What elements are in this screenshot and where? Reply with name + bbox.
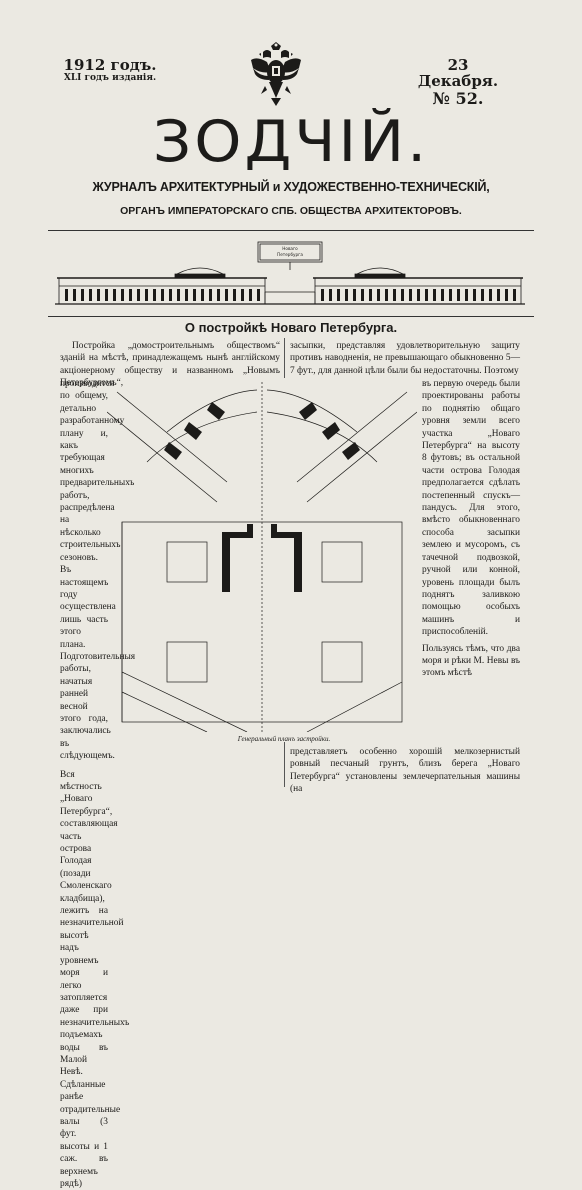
double-headed-eagle-emblem bbox=[251, 42, 301, 106]
article-title: О постройкѣ Новаго Петербурга. bbox=[184, 320, 398, 335]
facade-drawing: Новаго Петербурга bbox=[55, 241, 525, 305]
article-intro-right: засыпки, представляя удовлетворительную … bbox=[290, 340, 520, 377]
left-col-paragraph-2: Вся мѣстность „Новаго Петербурга“, соста… bbox=[60, 769, 130, 1189]
issue-number: № 52. bbox=[432, 89, 484, 108]
journal-title: ЗОДЧІЙ. bbox=[152, 108, 430, 176]
general-site-plan bbox=[107, 382, 417, 732]
journal-organ: ОРГАНЪ ИМПЕРАТОРСКАГО СПБ. ОБЩЕСТВА АРХИ… bbox=[120, 205, 462, 217]
year: 1912 годъ. bbox=[63, 56, 157, 74]
left-col-paragraph: производится по общему, детально разрабо… bbox=[60, 379, 136, 762]
right-narrow-column: въ первую очередь были проектированы раб… bbox=[422, 378, 520, 680]
header-left: 1912 годъ. XLI годъ изданія. bbox=[62, 57, 158, 84]
column-divider-top bbox=[284, 338, 285, 378]
journal-subtitle: ЖУРНАЛЪ АРХИТЕКТУРНЫЙ и ХУДОЖЕСТВЕННО-ТЕ… bbox=[92, 180, 490, 194]
header-right: 23 Декабря. № 52. bbox=[410, 57, 506, 109]
plan-caption: Генеральный планъ застройки. bbox=[237, 735, 331, 743]
facade-label-line-1: Новаго bbox=[282, 246, 298, 251]
intro-right-paragraph: засыпки, представляя удовлетворительную … bbox=[290, 341, 520, 376]
newspaper-page: 1912 годъ. XLI годъ изданія. 23 Декабря.… bbox=[48, 42, 534, 1189]
article-bottom-right: представляетъ особенно хорошій мелкозерн… bbox=[290, 746, 520, 796]
article-intro-left: Постройка „домостроительнымъ обществомъ“… bbox=[60, 340, 280, 390]
right-col-paragraph-2: Пользуясь тѣмъ, что два моря и рѣки М. Н… bbox=[422, 643, 520, 679]
bottom-right-paragraph: представляетъ особенно хорошій мелкозерн… bbox=[290, 747, 520, 795]
column-divider-bottom bbox=[284, 742, 285, 787]
issue-date: 23 Декабря. bbox=[417, 56, 499, 90]
masthead-rule bbox=[48, 230, 534, 231]
facade-label-line-2: Петербурга bbox=[277, 252, 303, 257]
left-narrow-column: производится по общему, детально разрабо… bbox=[60, 378, 136, 1190]
right-col-paragraph: въ первую очередь были проектированы раб… bbox=[422, 379, 520, 638]
intro-left-paragraph: Постройка „домостроительнымъ обществомъ“… bbox=[60, 341, 280, 389]
section-rule bbox=[48, 316, 534, 317]
edition: XLI годъ изданія. bbox=[63, 73, 157, 83]
